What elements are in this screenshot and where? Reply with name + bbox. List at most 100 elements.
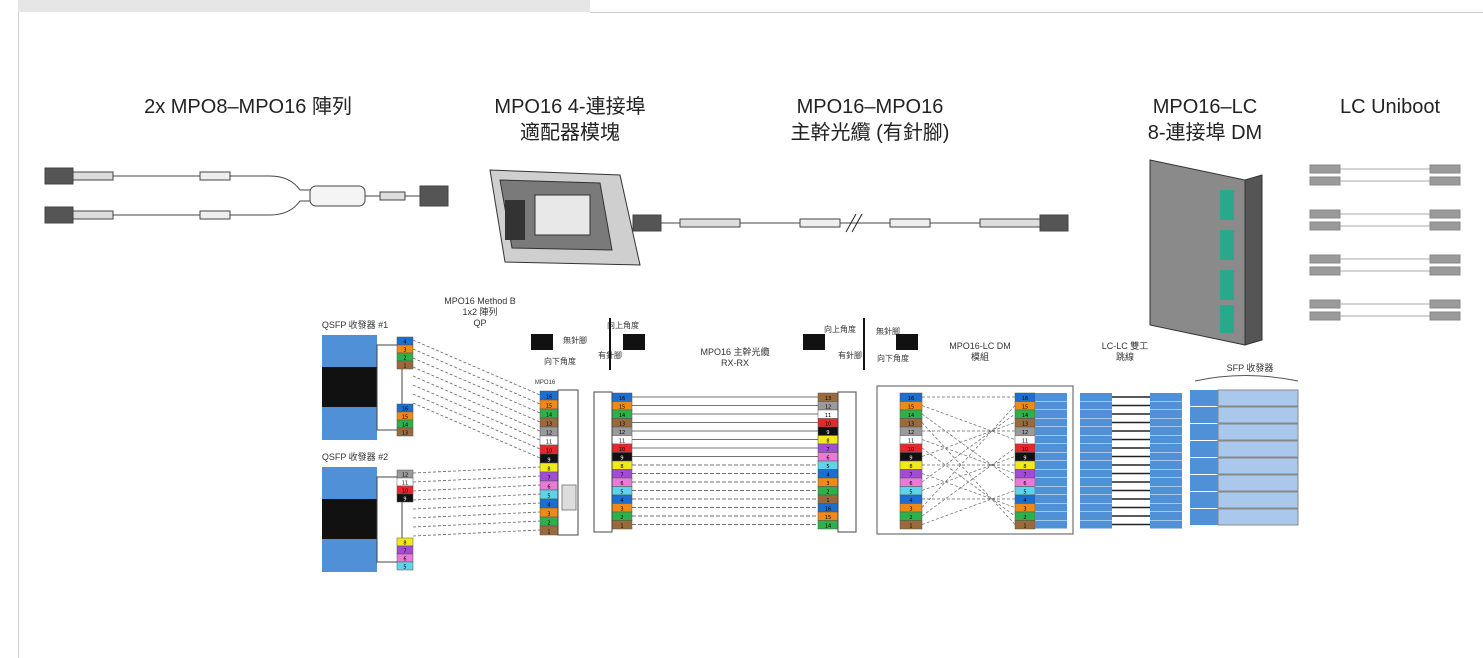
sfp-port — [1190, 492, 1218, 508]
array-mpo8-fiber-number: 4 — [403, 340, 406, 346]
dm-mpo16-fiber-number: 16 — [908, 396, 914, 402]
sfp-port — [1190, 475, 1218, 491]
title-trunk-line1: MPO16–MPO16 — [796, 96, 944, 118]
label-qsfp1: QSFP 收發器 #1 — [321, 320, 389, 330]
array-fiber-line — [412, 384, 541, 441]
dm-lc-port — [1035, 427, 1067, 435]
lclc-left-port — [1080, 495, 1112, 503]
trunk-right-fiber-number: 6 — [826, 456, 829, 462]
array-fiber-line — [412, 484, 541, 492]
top-tab-strip — [18, 0, 590, 12]
dm-module-box — [876, 385, 1074, 535]
label-method-line1: MPO16 Method B — [444, 296, 516, 306]
adapter-key — [561, 484, 577, 511]
trunk-left-fiber-number: 7 — [620, 473, 623, 479]
lclc-right-port — [1150, 444, 1182, 452]
trunk-left-fiber-number: 4 — [620, 498, 623, 504]
sfp-transceiver — [1217, 423, 1299, 441]
adapter-mpo16-fiber-number: 2 — [547, 521, 550, 527]
lclc-right-port — [1150, 435, 1182, 444]
array-mpo8-fiber-number: 5 — [403, 565, 406, 571]
sfp-port — [1190, 509, 1218, 525]
lclc-right-port — [1150, 486, 1182, 495]
lclc-left-port — [1080, 427, 1112, 435]
label-down-angle-right: 向下角度 — [877, 354, 909, 363]
lclc-right-port — [1150, 393, 1182, 401]
trunk-right-fiber-number: 11 — [825, 413, 831, 419]
adapter-mpo16-fiber-number: 8 — [547, 467, 550, 473]
qsfp-bracket — [376, 344, 403, 431]
label-dm-line2: 模組 — [970, 352, 989, 362]
dm-mpo16-fiber-number: 6 — [909, 481, 912, 487]
trunk-left-fiber-number: 6 — [620, 481, 623, 487]
array-fiber-line — [412, 348, 541, 405]
lclc-left-port — [1080, 478, 1112, 486]
lclc-left-port — [1080, 469, 1112, 478]
trunk-right-fiber-number: 15 — [825, 515, 831, 521]
sfp-port — [1190, 407, 1218, 423]
dm-lc-fiber-number: 4 — [1023, 498, 1026, 504]
uniboot-left-connector — [1309, 311, 1341, 321]
label-sfp: SFP 收發器 — [1226, 363, 1274, 373]
sfp-port — [1190, 424, 1218, 440]
lclc-left-port — [1080, 452, 1112, 461]
array-fiber-line — [412, 402, 541, 459]
dm-lc-port — [1035, 410, 1067, 418]
dm-lc-port — [1035, 469, 1067, 478]
dm-mpo16-fiber-number: 14 — [908, 413, 914, 419]
trunk-left-bracket — [593, 391, 613, 533]
qsfp-black-band — [322, 499, 377, 539]
trunk-left-fiber-number: 10 — [619, 447, 625, 453]
dm-mpo16-fiber-number: 4 — [909, 498, 912, 504]
array-mpo8-fiber — [396, 360, 414, 370]
trunk-right-fiber-number: 14 — [825, 524, 831, 530]
label-up-angle-left: 向上角度 — [607, 321, 639, 330]
uniboot-left-connector — [1309, 164, 1341, 174]
dm-lc-port — [1035, 478, 1067, 486]
dm-lc-port — [1035, 393, 1067, 401]
dm-mpo16-fiber-number: 2 — [909, 515, 912, 521]
angle-icon-right-b — [896, 334, 918, 350]
angle-icon-left-b — [623, 334, 645, 350]
sfp-transceiver — [1217, 440, 1299, 458]
dm-lc-port — [1035, 452, 1067, 461]
dm-mpo16-fiber-number: 13 — [908, 422, 914, 428]
sfp-transceiver — [1217, 474, 1299, 492]
dm-lc-fiber-number: 3 — [1023, 507, 1026, 513]
label-qsfp2: QSFP 收發器 #2 — [321, 452, 389, 462]
lclc-right-port — [1150, 401, 1182, 410]
sfp-port — [1190, 458, 1218, 474]
dm-lc-fiber-number: 13 — [1022, 422, 1028, 428]
dm-fiber-line — [921, 405, 1016, 440]
trunk-left-fiber-number: 9 — [620, 456, 623, 462]
trunk-left-fiber-number: 2 — [620, 515, 623, 521]
array-mpo8-fiber-number: 1 — [403, 364, 406, 370]
dm-lc-port — [1035, 495, 1067, 503]
title-adapter-line1: MPO16 4-連接埠 — [494, 96, 646, 118]
dm-lc-port — [1035, 444, 1067, 452]
uniboot-right-connector — [1429, 254, 1461, 264]
trunk-left-fiber-number: 3 — [620, 507, 623, 513]
adapter-mpo16-fiber-number: 9 — [547, 458, 550, 464]
dm-fiber-line — [921, 422, 1016, 457]
dm-mpo16-fiber — [899, 520, 923, 530]
trunk-left-fiber-number: 11 — [619, 439, 625, 445]
trunk-left-fiber-number: 5 — [620, 490, 623, 496]
dm-lc-fiber-number: 5 — [1023, 490, 1026, 496]
array-mpo8-fiber-number: 7 — [403, 549, 406, 555]
lclc-left-port — [1080, 418, 1112, 427]
schematic: 4321161514131211109876516151413121110987… — [322, 318, 1299, 572]
sfp-brace — [1194, 375, 1299, 382]
sfp-transceiver — [1217, 491, 1299, 509]
title-trunk-line2: 主幹光纜 (有針腳) — [790, 122, 950, 144]
lc-uniboot-illustration — [1309, 164, 1461, 321]
dm-mpo16-fiber-number: 9 — [909, 456, 912, 462]
dm-mpo16-fiber-number: 12 — [908, 430, 914, 436]
array-mpo8-fiber-number: 12 — [402, 473, 408, 479]
lclc-left-port — [1080, 461, 1112, 469]
dm-lc-port — [1035, 435, 1067, 444]
lclc-right-port — [1150, 478, 1182, 486]
angle-icon-right-a — [803, 334, 825, 350]
adapter-mpo16-fiber-number: 1 — [547, 530, 550, 536]
